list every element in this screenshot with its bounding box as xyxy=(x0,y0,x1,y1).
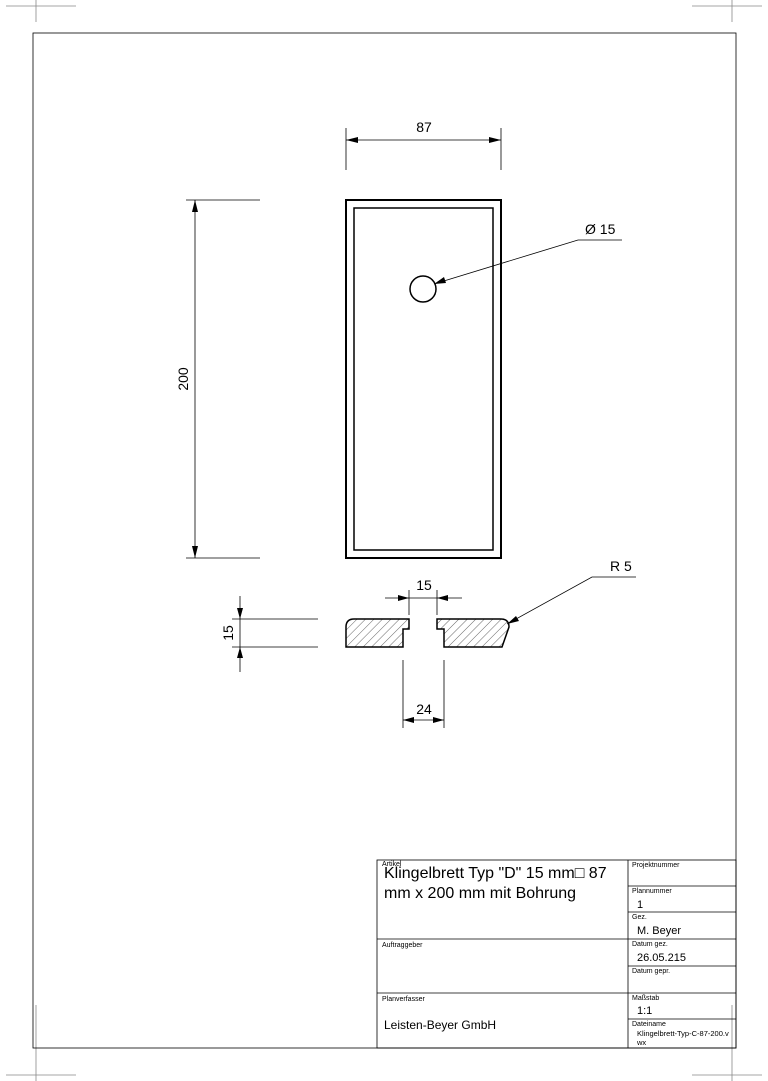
client-label: Auftraggeber xyxy=(382,942,423,949)
dimension-hole-leader xyxy=(433,239,622,285)
board-outline xyxy=(345,199,502,559)
board-bevel xyxy=(353,207,494,551)
checked-date-label: Datum gepr. xyxy=(632,968,671,975)
scale-value: 1:1 xyxy=(637,1005,653,1017)
plan-number-label: Plannummer xyxy=(632,888,672,895)
author-value: Leisten-Beyer GmbH xyxy=(384,1018,497,1032)
plan-number-value: 1 xyxy=(637,899,644,911)
scale-label: Maßstab xyxy=(632,995,660,1002)
dimension-groove-label: 15 xyxy=(416,577,432,593)
title-block-frame xyxy=(376,859,737,1049)
filename-value: Klingelbrett-Typ-C-87-200.vwx xyxy=(637,1029,729,1047)
crop-marks xyxy=(6,0,762,1081)
dimension-width xyxy=(345,128,502,170)
dimension-profile-width xyxy=(402,660,445,728)
bore-hole xyxy=(409,275,437,303)
dimension-groove xyxy=(385,590,462,615)
dimension-height-label: 200 xyxy=(175,367,191,391)
board-front-view xyxy=(345,199,502,559)
profile-right-part xyxy=(436,618,510,648)
article-label: Artikel xyxy=(382,861,402,868)
drawn-date-label: Datum gez. xyxy=(632,941,668,948)
dimension-hole-label: Ø 15 xyxy=(585,221,616,237)
author-label: Planverfasser xyxy=(382,996,425,1003)
dimension-radius-label: R 5 xyxy=(610,558,632,574)
dimension-profile-width-label: 24 xyxy=(416,701,432,717)
dimension-radius-leader xyxy=(506,576,636,625)
dimension-width-label: 87 xyxy=(416,119,432,135)
drawn-date-value: 26.05.215 xyxy=(637,952,686,964)
dimension-thickness xyxy=(232,596,318,672)
project-number-label: Projektnummer xyxy=(632,862,680,869)
drawn-by-label: Gez. xyxy=(632,914,647,921)
dimension-thickness-label: 15 xyxy=(220,625,236,641)
article-title: Klingelbrett Typ "D" 15 mm□ 87 mm x 200 … xyxy=(384,865,607,902)
filename-label: Dateiname xyxy=(632,1021,666,1028)
board-profile-section xyxy=(345,618,510,648)
drawn-by-value: M. Beyer xyxy=(637,925,682,937)
profile-left-part xyxy=(345,618,410,648)
dimension-height xyxy=(186,199,260,559)
